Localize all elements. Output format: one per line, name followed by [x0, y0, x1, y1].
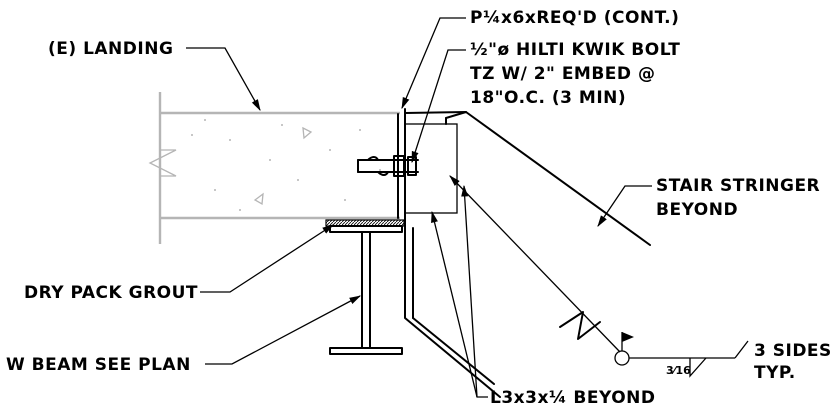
- w-beam: [329, 225, 403, 355]
- existing-landing-slab: [148, 92, 400, 244]
- angle-label: L3x3x¼ BEYOND: [490, 388, 656, 408]
- weld-note-line1: 3 SIDES: [754, 341, 830, 361]
- leader-lines: [186, 17, 652, 398]
- stringer-label-line2: BEYOND: [656, 200, 738, 220]
- grout-label: DRY PACK GROUT: [24, 283, 198, 303]
- kwik-bolt: [357, 155, 419, 177]
- stringer-label-line1: STAIR STRINGER: [656, 176, 820, 196]
- weld-size-label: 3⁄16: [666, 364, 691, 377]
- connection-plate: [404, 123, 458, 214]
- landing-label: (E) LANDING: [48, 39, 173, 59]
- bolt-label-line2: TZ W/ 2" EMBED @: [470, 64, 655, 84]
- plate-label: P¼x6xREQ'D (CONT.): [470, 8, 679, 28]
- beam-label: W BEAM SEE PLAN: [6, 355, 191, 375]
- weld-note-line2: TYP.: [754, 363, 796, 383]
- bolt-label-line1: ½"ø HILTI KWIK BOLT: [470, 40, 680, 60]
- stair-stringer: [404, 111, 651, 398]
- weld-symbol: [449, 175, 749, 378]
- bolt-label-line3: 18"O.C. (3 MIN): [470, 88, 626, 108]
